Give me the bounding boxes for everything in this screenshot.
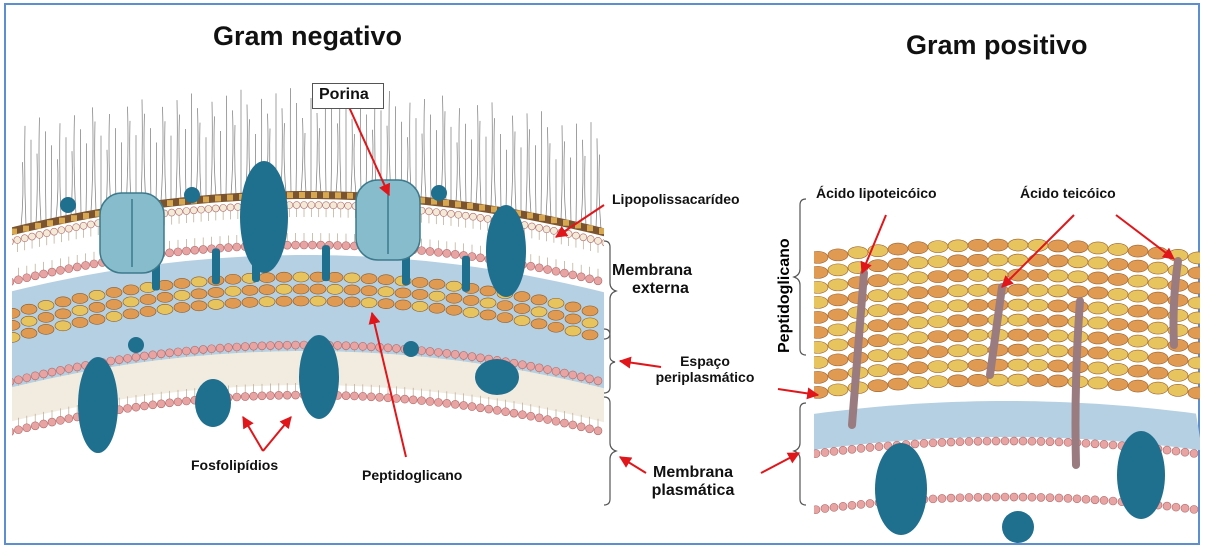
arrow-membrana-pos <box>761 453 799 473</box>
arrow-fosfo-2 <box>263 417 291 451</box>
label-espaco-periplasmatico: Espaço periplasmático <box>645 353 765 385</box>
label-acido-lipoteicoico: Ácido lipoteicóico <box>816 185 937 201</box>
gram-negative-layers <box>6 161 609 453</box>
label-fosfolipidios: Fosfolipídios <box>191 457 278 473</box>
title-gram-positive: Gram positivo <box>906 30 1088 61</box>
gram-negative-art <box>6 88 609 453</box>
arrow-fosfo-1 <box>243 417 263 451</box>
cell-wall-illustration <box>6 5 1202 547</box>
label-acido-teicoico: Ácido teicóico <box>1020 185 1116 201</box>
figure-frame: Gram negativo Gram positivo Porina Lipop… <box>4 3 1200 545</box>
arrow-espaco-pos <box>778 389 818 395</box>
label-porina: Porina <box>319 86 369 104</box>
label-membrana-plasmatica: Membrana plasmática <box>640 464 746 501</box>
label-membrana-externa: Membrana externa <box>612 262 692 299</box>
label-lipopolissacarideo: Lipopolissacarídeo <box>612 191 740 207</box>
title-gram-negative: Gram negativo <box>213 21 402 52</box>
label-peptidoglicano-pos: Peptidoglicano <box>776 238 794 353</box>
label-peptidoglicano-neg: Peptidoglicano <box>362 467 462 483</box>
